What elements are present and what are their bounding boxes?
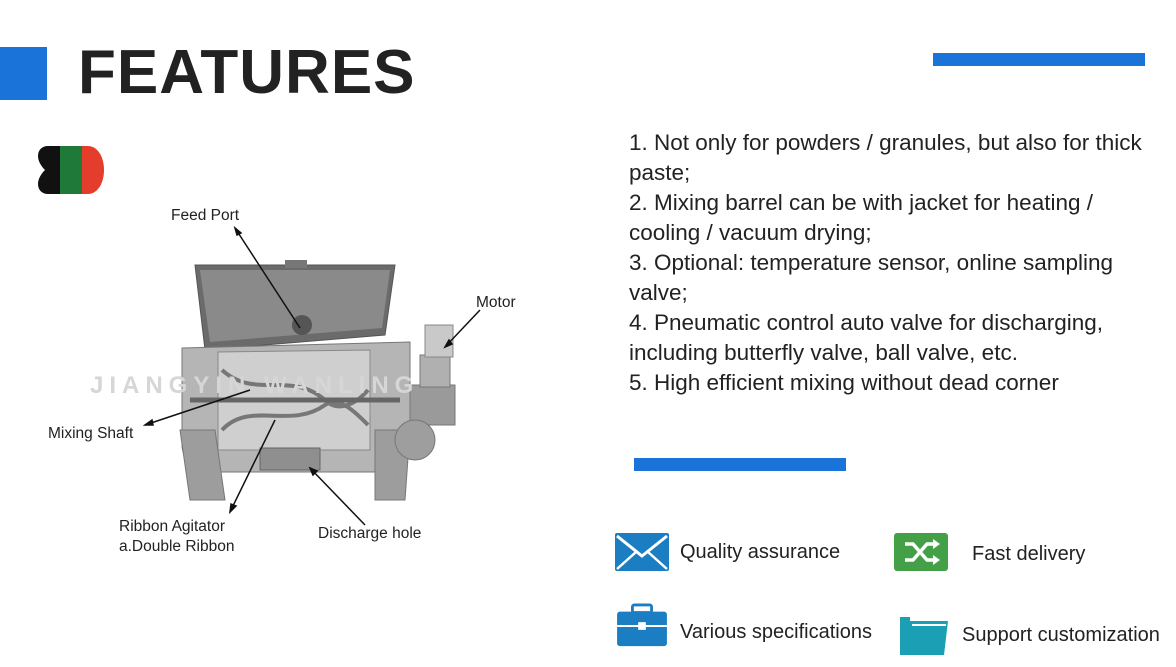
feature-item: 2. Mixing barrel can be with jacket for … (629, 190, 1093, 245)
brand-logo (38, 146, 104, 194)
shuffle-icon (894, 533, 948, 571)
feature-item: 3. Optional: temperature sensor, online … (629, 250, 1114, 305)
title-accent-block (0, 47, 47, 100)
label-discharge-hole: Discharge hole (318, 525, 422, 542)
top-accent-bar (933, 53, 1145, 66)
feature-list: 1. Not only for powders / granules, but … (629, 128, 1169, 398)
section-divider-bar (634, 458, 846, 471)
feature-item: 5. High efficient mixing without dead co… (629, 370, 1059, 395)
label-ribbon-agitator: Ribbon Agitator (119, 518, 225, 535)
perk-delivery-label: Fast delivery (972, 543, 1086, 565)
page-title: FEATURES (78, 38, 416, 107)
mail-icon (615, 533, 669, 571)
briefcase-icon (617, 603, 667, 647)
ribbon-mixer-diagram: JIANGYIN WANLING (90, 225, 481, 526)
label-feed-port: Feed Port (171, 207, 240, 224)
perk-specs-label: Various specifications (680, 621, 872, 643)
label-motor: Motor (476, 294, 516, 311)
perk-custom-label: Support customization (962, 624, 1160, 646)
label-mixing-shaft: Mixing Shaft (48, 425, 134, 442)
feature-item: 1. Not only for powders / granules, but … (629, 130, 1142, 185)
watermark-text: JIANGYIN WANLING (90, 372, 419, 399)
folder-icon (900, 617, 948, 655)
perk-quality-label: Quality assurance (680, 541, 841, 563)
label-double-ribbon: a.Double Ribbon (119, 538, 235, 555)
feature-item: 4. Pneumatic control auto valve for disc… (629, 310, 1104, 365)
